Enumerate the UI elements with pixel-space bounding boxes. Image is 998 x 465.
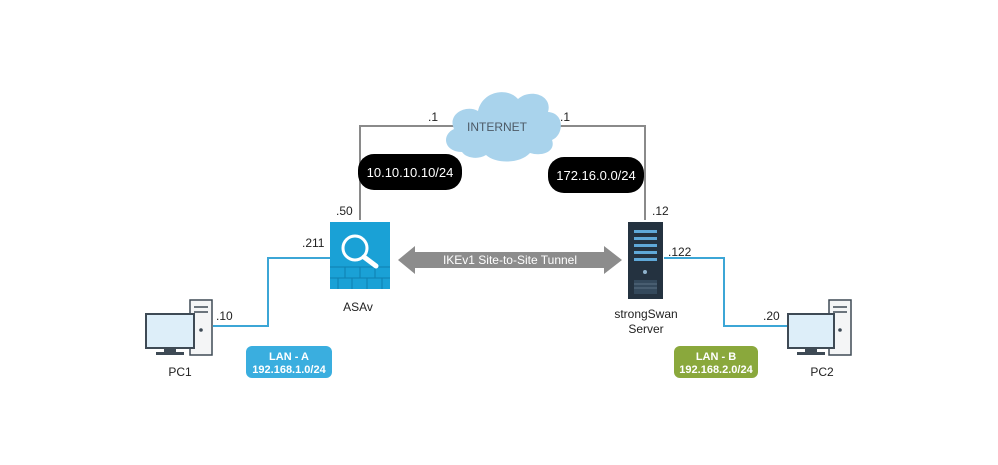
wan-left-subnet: 10.10.10.10/24 (367, 165, 454, 180)
server-icon (628, 222, 663, 299)
asa-label: ASAv (343, 300, 373, 314)
wan-left-gateway-octet: .1 (428, 110, 438, 124)
server-label-line1: strongSwan (614, 307, 677, 321)
pc1-desktop-computer-icon (145, 299, 213, 356)
internet-label: INTERNET (467, 120, 528, 134)
firewall-icon (330, 222, 390, 289)
pc2-octet: .20 (763, 309, 780, 323)
lan-a-badge: LAN - A 192.168.1.0/24 (246, 346, 332, 378)
lan-b-name: LAN - B (696, 351, 736, 363)
pc2-desktop-computer-icon (787, 299, 852, 356)
lan-b-subnet: 192.168.2.0/24 (679, 364, 753, 376)
wan-right-gateway-octet: .1 (560, 110, 570, 124)
wan-right-subnet: 172.16.0.0/24 (556, 168, 636, 183)
wan-left-subnet-badge: 10.10.10.10/24 (358, 154, 462, 190)
asa-inside-octet: .211 (302, 236, 325, 250)
lan-a-link (213, 257, 330, 327)
pc1-label: PC1 (168, 365, 192, 379)
server-label-line2: Server (628, 322, 663, 336)
cloud-icon (446, 92, 561, 162)
pc2-label: PC2 (810, 365, 834, 379)
server-inside-octet: .122 (668, 245, 692, 259)
tunnel-label: IKEv1 Site-to-Site Tunnel (443, 253, 577, 267)
pc1-octet: .10 (216, 309, 233, 323)
wan-link-left (359, 125, 455, 220)
tunnel-arrow: IKEv1 Site-to-Site Tunnel (398, 246, 622, 274)
lan-a-name: LAN - A (269, 351, 309, 363)
wan-link-right (540, 125, 646, 220)
lan-a-subnet: 192.168.1.0/24 (252, 364, 326, 376)
wan-right-subnet-badge: 172.16.0.0/24 (548, 157, 644, 193)
lan-b-link (664, 257, 790, 327)
lan-b-badge: LAN - B 192.168.2.0/24 (674, 346, 758, 378)
asa-outside-octet: .50 (336, 204, 353, 218)
server-outside-octet: .12 (652, 204, 669, 218)
